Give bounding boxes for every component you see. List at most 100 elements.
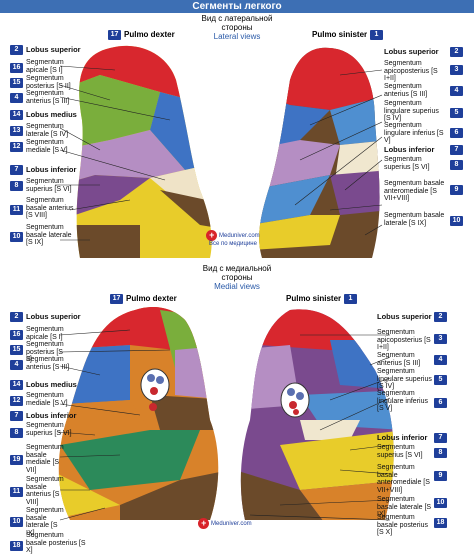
tl-label-8: Segmentum superius [S VI] [26,178,72,193]
tl-label-2: Segmentum posterius [S II] [26,75,71,90]
left-lung-lateral [259,47,380,259]
watermark-sub: Все по медицине [209,241,257,247]
pulmo-sinister-label-bottom: Pulmo sinister [286,294,342,303]
tr-label-6: Segmentum superius [S VI] [384,156,430,171]
bl-num-4: 14 [10,380,23,390]
bl-label-2: Segmentum posterius [S II] [26,341,64,363]
bl-label-6: Lobus inferior [26,411,77,420]
top-view-heading: Вид с латеральной стороны Lateral views [187,14,287,41]
bl-label-10: Segmentum basale laterale [S IX] [26,507,64,537]
tl-label-5: Segmentum laterale [S IV] [26,123,69,138]
tr-num-6: 8 [450,160,463,170]
tl-num-5: 13 [10,126,23,136]
watermark-site-bottom: Meduniver.com [210,521,252,528]
tr-label-0: Lobus superior [384,47,439,56]
bottom-view-heading: Вид с медиальной стороны Medial views [187,264,287,291]
bl-num-1: 16 [10,330,23,340]
watermark-bottom: + Meduniver.com [195,518,255,529]
pulmo-dexter-label-bottom: Pulmo dexter [126,294,177,303]
watermark-top: + Meduniver.com Все по медицине [203,230,263,247]
bl-num-8: 19 [10,455,23,465]
br-num-6: 8 [434,448,447,458]
pulmo-dexter-label-top: Pulmo dexter [124,30,175,39]
br-num-9: 18 [434,518,447,528]
medical-cross-icon: + [206,230,218,241]
br-num-2: 4 [434,355,447,365]
tr-num-5: 7 [450,145,463,155]
br-num-1: 3 [434,334,447,344]
tl-label-10: Segmentum basale laterale [S IX] [26,224,72,246]
tl-num-7: 7 [10,165,23,175]
tl-num-6: 12 [10,142,23,152]
tl-num-0: 2 [10,45,23,55]
bottom-view-ru: Вид с медиальной стороны [202,264,272,282]
br-num-3: 5 [434,375,447,385]
tr-label-5: Lobus inferior [384,145,435,154]
bl-label-3: Segmentum anterius [S III] [26,356,70,371]
tr-num-4: 6 [450,128,463,138]
tr-label-4: Segmentum lingulare inferius [S V] [384,122,444,144]
watermark-site: Meduniver.com [218,233,260,240]
pulmo-sinister-num-bottom: 1 [344,294,357,304]
tr-num-2: 4 [450,86,463,96]
tl-num-9: 11 [10,205,23,215]
bl-num-6: 7 [10,411,23,421]
br-label-6: Segmentum superius [S VI] [377,444,423,459]
pulmo-dexter-num-top: 17 [108,30,121,40]
right-hilum [140,368,170,411]
br-num-7: 9 [434,471,447,481]
bl-num-11: 18 [10,541,23,551]
tr-num-3: 5 [450,108,463,118]
pulmo-sinister-num-top: 1 [370,30,383,40]
pulmo-sinister-label-top: Pulmo sinister [312,30,368,39]
bl-label-7: Segmentum superius [S VI] [26,422,72,437]
br-label-8: Segmentum basale laterale [S IX] [377,496,432,518]
bl-num-2: 15 [10,345,23,355]
tl-num-8: 8 [10,181,23,191]
leader-lines [55,65,391,521]
br-label-9: Segmentum basale posterius [S X] [377,514,428,536]
tl-label-1: Segmentum apicale [S I] [26,59,64,74]
bl-label-11: Segmentum basale posterius [S X] [26,532,86,554]
bl-num-7: 8 [10,428,23,438]
tl-label-7: Lobus inferior [26,165,77,174]
br-num-5: 7 [434,433,447,443]
tl-label-4: Lobus medius [26,110,77,119]
tl-label-9: Segmentum basale anterius [S VIII] [26,197,74,219]
bl-label-9: Segmentum basale anterius [S VIII] [26,476,64,506]
left-hilum [280,382,310,418]
tr-label-1: Segmentum apicoposterius [S I+II] [384,60,438,82]
tl-num-10: 10 [10,232,23,242]
tl-num-4: 14 [10,110,23,120]
tl-num-2: 15 [10,78,23,88]
tr-num-1: 3 [450,65,463,75]
medical-cross-icon-bottom: + [198,518,210,529]
page-title: Сегменты легкого [0,0,474,13]
br-label-5: Lobus inferior [377,433,428,442]
bl-label-8: Segmentum basale mediale [S VII] [26,444,64,474]
tl-num-3: 4 [10,93,23,103]
tr-label-8: Segmentum basale laterale [S IX] [384,212,445,227]
tr-num-7: 9 [450,185,463,195]
br-label-1: Segmentum apicoposterius [S I+II] [377,329,431,351]
tr-num-8: 10 [450,216,463,226]
br-label-4: Segmentum lingulare inferius [S V] [377,390,428,412]
top-view-en: Lateral views [213,32,261,41]
br-label-0: Lobus superior [377,312,432,321]
bl-num-3: 4 [10,360,23,370]
bl-label-1: Segmentum apicale [S I] [26,326,64,341]
pulmo-dexter-num-bottom: 17 [110,294,123,304]
br-label-7: Segmentum basale anteromediale [S VII+VI… [377,464,430,494]
tl-label-3: Segmentum anterius [S III] [26,90,70,105]
bl-num-0: 2 [10,312,23,322]
tr-label-7: Segmentum basale anteromediale [S VII+VI… [384,180,445,202]
br-label-2: Segmentum anterius [S III] [377,352,421,367]
tr-num-0: 2 [450,47,463,57]
bottom-view-en: Medial views [214,282,260,291]
bl-num-10: 10 [10,517,23,527]
tr-label-3: Segmentum lingulare superius [S IV] [384,100,439,122]
tl-label-0: Lobus superior [26,45,81,54]
br-num-8: 10 [434,498,447,508]
bl-num-5: 12 [10,396,23,406]
